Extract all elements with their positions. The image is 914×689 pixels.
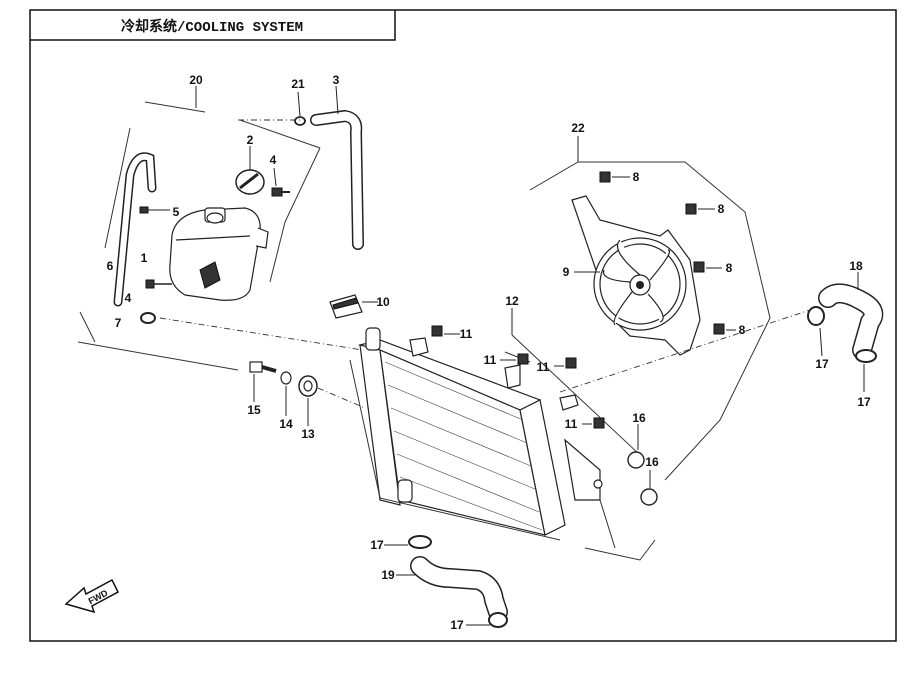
grommet-13 [298, 375, 318, 426]
group-20-outline [77, 86, 321, 371]
callout-1: 1 [141, 251, 148, 265]
callout-8-a: 8 [633, 170, 640, 184]
hose-clamp-17-d [466, 612, 508, 628]
clip-11-b [500, 353, 529, 365]
callout-12: 12 [505, 294, 519, 308]
callout-8-b: 8 [718, 202, 725, 216]
grommet-16-b [640, 470, 658, 506]
callout-17-b: 17 [857, 395, 871, 409]
title-box [30, 10, 396, 41]
group-12-leadline [511, 334, 641, 456]
callout-21: 21 [291, 77, 305, 91]
diagram-title: 冷却系统/COOLING SYSTEM [121, 18, 303, 36]
radiator-cap [329, 294, 378, 319]
clamp-7 [140, 312, 156, 324]
callout-17-a: 17 [815, 357, 829, 371]
callout-14: 14 [279, 417, 293, 431]
callout-11-c: 11 [537, 360, 550, 374]
callout-17-d: 17 [450, 618, 464, 632]
callout-11-a: 11 [460, 327, 473, 341]
bolt-8-c [693, 261, 722, 273]
radiator-group-outline [349, 359, 616, 549]
washer-14 [280, 371, 292, 416]
callout-8-d: 8 [739, 323, 746, 337]
callout-22: 22 [571, 121, 585, 135]
lower-radiator-hose [396, 556, 508, 622]
centerline-7 [159, 317, 376, 353]
clip-11-c [554, 357, 577, 369]
callout-16-a: 16 [632, 411, 646, 425]
callout-18: 18 [849, 259, 863, 273]
hose-clamp-17-a [807, 306, 825, 357]
group-22-outline [529, 136, 771, 561]
cooling-fan-assembly [571, 195, 701, 356]
diagram-border [29, 9, 897, 642]
radiator [358, 327, 603, 536]
coolant-reservoir-tank [169, 207, 269, 301]
centerline-17 [559, 309, 811, 393]
hose-clamp-17-c [384, 535, 432, 549]
centerline-13 [317, 387, 366, 409]
callout-4-lower: 4 [125, 291, 132, 305]
callout-20: 20 [189, 73, 203, 87]
callout-10: 10 [376, 295, 390, 309]
bolt-8-d [713, 323, 736, 335]
callout-11-d: 11 [565, 417, 578, 431]
hose-clip-21 [294, 91, 306, 126]
reservoir-cap [235, 146, 265, 195]
bolt-8-b [685, 203, 715, 215]
callout-7: 7 [115, 316, 122, 330]
callout-15: 15 [247, 403, 261, 417]
callout-8-c: 8 [726, 261, 733, 275]
hose-clamp-17-b [855, 349, 877, 392]
clip-11-a [431, 325, 460, 337]
bolt-8-a [599, 171, 630, 183]
callout-4-upper: 4 [270, 153, 277, 167]
callout-17-c: 17 [370, 538, 384, 552]
screw-5 [139, 206, 170, 214]
callout-2: 2 [247, 133, 254, 147]
upper-radiator-hose [818, 272, 884, 360]
bolt-4-upper [271, 167, 290, 197]
callout-13: 13 [301, 427, 315, 441]
callout-9: 9 [563, 265, 570, 279]
bolt-15 [249, 361, 277, 402]
callout-3: 3 [333, 73, 340, 87]
callout-19: 19 [381, 568, 395, 582]
callout-5: 5 [173, 205, 180, 219]
callout-6: 6 [107, 259, 114, 273]
clip-11-d [582, 417, 605, 429]
grommet-16-a [627, 424, 645, 469]
callout-16-b: 16 [645, 455, 659, 469]
fwd-arrow-icon: FWD [64, 578, 119, 614]
bolt-4-lower [145, 279, 172, 289]
callout-11-b: 11 [484, 353, 497, 367]
